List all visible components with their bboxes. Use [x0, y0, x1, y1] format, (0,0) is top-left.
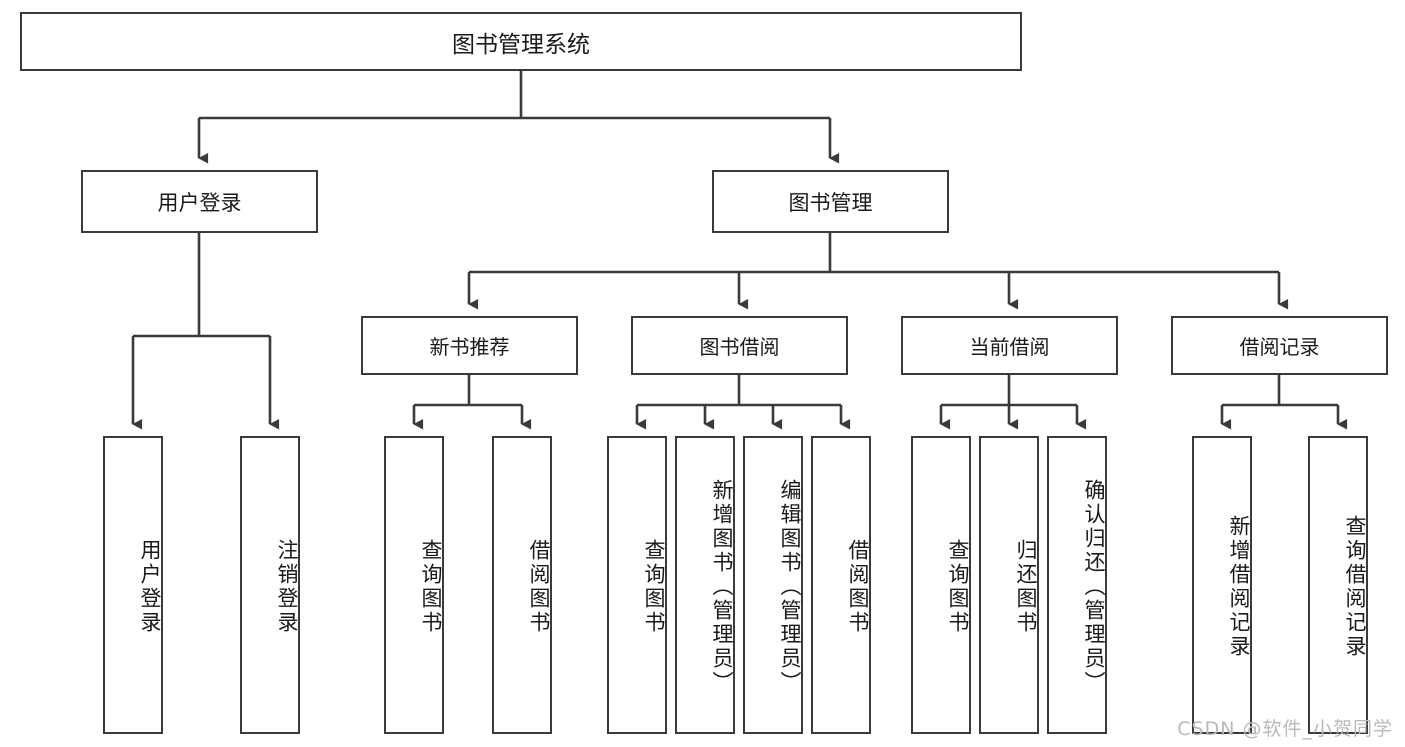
leaf-query-record-label: 查询借阅记录 [1343, 515, 1367, 659]
leaf-query-book-3-label: 查询图书 [946, 539, 970, 635]
node-root[interactable]: 图书管理系统 [20, 12, 1022, 71]
leaf-confirm-return[interactable]: 确认归还（管理员） [1047, 436, 1107, 734]
node-new-book-recommend-label: 新书推荐 [429, 335, 510, 359]
node-book-management-label: 图书管理 [788, 190, 873, 215]
node-current-borrow-label: 当前借阅 [969, 335, 1050, 359]
leaf-logout-login-label: 注销登录 [275, 539, 299, 635]
leaf-borrow-book-1-label: 借阅图书 [527, 539, 551, 635]
node-new-book-recommend[interactable]: 新书推荐 [361, 316, 578, 375]
leaf-edit-book[interactable]: 编辑图书（管理员） [743, 436, 803, 734]
leaf-borrow-book-1[interactable]: 借阅图书 [492, 436, 552, 734]
csdn-watermark: CSDN @软件_小贺同学 [1177, 718, 1393, 740]
node-borrow-record-label: 借阅记录 [1239, 335, 1320, 359]
leaf-user-login-label: 用户登录 [138, 539, 162, 635]
node-user-login-label: 用户登录 [157, 190, 242, 215]
leaf-query-book-2-label: 查询图书 [642, 539, 666, 635]
leaf-user-login[interactable]: 用户登录 [103, 436, 163, 734]
leaf-edit-book-label: 编辑图书（管理员） [778, 479, 802, 695]
node-root-label: 图书管理系统 [452, 31, 590, 58]
leaf-confirm-return-label: 确认归还（管理员） [1082, 479, 1106, 695]
node-book-management[interactable]: 图书管理 [712, 170, 949, 233]
node-borrow-record[interactable]: 借阅记录 [1171, 316, 1388, 375]
leaf-query-book-3[interactable]: 查询图书 [911, 436, 971, 734]
leaf-query-book-2[interactable]: 查询图书 [607, 436, 667, 734]
leaf-add-record-label: 新增借阅记录 [1227, 515, 1251, 659]
node-current-borrow[interactable]: 当前借阅 [901, 316, 1118, 375]
leaf-query-book-1[interactable]: 查询图书 [384, 436, 444, 734]
leaf-add-book[interactable]: 新增图书（管理员） [675, 436, 735, 734]
leaf-borrow-book-2-label: 借阅图书 [846, 539, 870, 635]
node-book-borrow[interactable]: 图书借阅 [631, 316, 848, 375]
leaf-return-book-label: 归还图书 [1014, 539, 1038, 635]
leaf-return-book[interactable]: 归还图书 [979, 436, 1039, 734]
leaf-query-book-1-label: 查询图书 [419, 539, 443, 635]
leaf-add-record[interactable]: 新增借阅记录 [1192, 436, 1252, 734]
leaf-query-record[interactable]: 查询借阅记录 [1308, 436, 1368, 734]
leaf-borrow-book-2[interactable]: 借阅图书 [811, 436, 871, 734]
node-book-borrow-label: 图书借阅 [699, 335, 780, 359]
leaf-add-book-label: 新增图书（管理员） [710, 479, 734, 695]
leaf-logout-login[interactable]: 注销登录 [240, 436, 300, 734]
node-user-login[interactable]: 用户登录 [81, 170, 318, 233]
